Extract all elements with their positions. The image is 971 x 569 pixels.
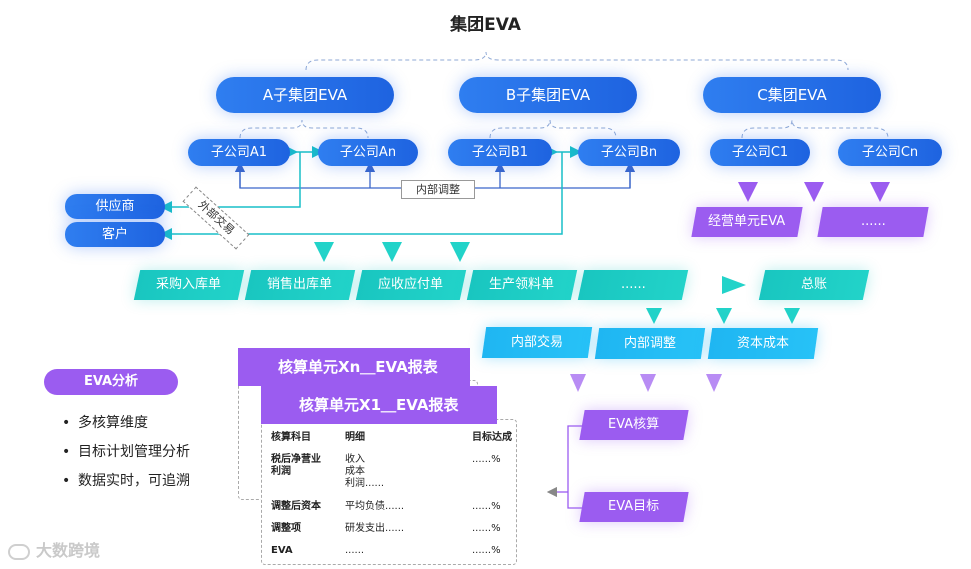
document-label: 应收应付单 (378, 277, 444, 292)
subsidiary-an-node: 子公司An (318, 139, 418, 166)
report-row-detail: 平均负债...... (345, 501, 405, 512)
report-header-detail: 明细 (345, 432, 365, 443)
eva-target-label: EVA目标 (608, 499, 660, 514)
diagram-title: 集团EVA (450, 15, 521, 35)
subgroup-a-node: A子集团EVA (216, 77, 394, 113)
eva-analysis-title: EVA分析 (44, 369, 178, 395)
report-row-subject: EVA (271, 545, 293, 556)
report-row-subject: 调整后资本 (271, 501, 321, 512)
bullet-item: 数据实时，可追溯 (62, 467, 242, 496)
document-label: 采购入库单 (156, 277, 222, 292)
subsidiary-bn-node: 子公司Bn (578, 139, 680, 166)
subsidiary-a1-node: 子公司A1 (188, 139, 290, 166)
operating-unit-eva-node: 经营单元EVA (691, 207, 803, 237)
subsidiary-b1-node: 子公司B1 (448, 139, 552, 166)
report-row-detail: 收入 成本 利润...... (345, 454, 385, 489)
subsidiary-c1-node: 子公司C1 (710, 139, 810, 166)
internal-adjust-label: 内部调整 (401, 180, 475, 199)
eva-calc-node: EVA核算 (579, 410, 689, 440)
report-row-target: ......% (472, 501, 501, 512)
report-row-subject: 调整项 (271, 523, 301, 534)
document-label: 生产领料单 (489, 277, 555, 292)
adjust-internal-trade: 内部交易 (481, 327, 593, 358)
document-receivable-payable: 应收应付单 (355, 270, 467, 300)
report-header-target: 目标达成 (472, 432, 512, 443)
operating-unit-more-node: ...... (817, 207, 929, 237)
bullet-item: 多核算维度 (62, 409, 242, 438)
subgroup-b-node: B子集团EVA (459, 77, 637, 113)
document-purchase-receipt: 采购入库单 (133, 270, 245, 300)
report-row-target: ......% (472, 523, 501, 534)
eva-target-node: EVA目标 (579, 492, 689, 522)
report-row-subject: 税后净营业 利润 (271, 454, 321, 477)
eva-analysis-bullets: 多核算维度 目标计划管理分析 数据实时，可追溯 (62, 409, 242, 496)
adjust-label: 内部调整 (623, 336, 676, 351)
document-production-requisition: 生产领料单 (466, 270, 578, 300)
ledger-node: 总账 (758, 270, 870, 300)
document-label: ...... (620, 277, 646, 292)
eva-calc-label: EVA核算 (608, 417, 660, 432)
document-more: ...... (577, 270, 689, 300)
report-back-banner: 核算单元Xn＿EVA报表 (238, 348, 470, 386)
report-header-subject: 核算科目 (271, 432, 311, 443)
watermark-text: 大数跨境 (36, 541, 101, 560)
ledger-label: 总账 (800, 277, 827, 292)
report-row-target: ......% (472, 454, 501, 465)
adjust-internal-adjust: 内部调整 (594, 328, 706, 359)
adjust-label: 资本成本 (736, 336, 789, 351)
supplier-node: 供应商 (65, 194, 165, 219)
adjust-capital-cost: 资本成本 (707, 328, 819, 359)
watermark: 大数跨境 (8, 540, 138, 562)
report-row-detail: 研发支出...... (345, 523, 405, 534)
report-front-table: 核算科目 明细 目标达成 税后净营业 利润 收入 成本 利润...... ...… (261, 419, 517, 565)
document-sales-delivery: 销售出库单 (244, 270, 356, 300)
report-front-banner: 核算单元X1＿EVA报表 (261, 386, 497, 424)
bullet-item: 目标计划管理分析 (62, 438, 242, 467)
report-row-target: ......% (472, 545, 501, 556)
adjust-label: 内部交易 (510, 335, 563, 350)
operating-unit-more-label: ...... (860, 214, 886, 229)
report-row-detail: ...... (345, 545, 365, 556)
operating-unit-eva-label: 经营单元EVA (708, 214, 786, 229)
subgroup-c-node: C集团EVA (703, 77, 881, 113)
watermark-logo-icon (8, 543, 30, 560)
subsidiary-cn-node: 子公司Cn (838, 139, 942, 166)
customer-node: 客户 (65, 222, 165, 247)
document-label: 销售出库单 (267, 277, 333, 292)
